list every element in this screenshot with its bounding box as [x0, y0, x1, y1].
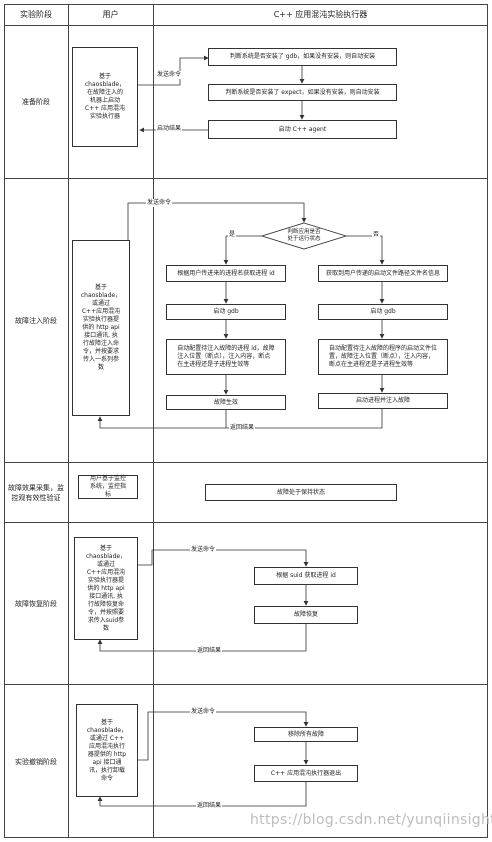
destroy-user-box: 基于 chaosblade， 或通过 C++ 应用混沌执行 器提供的 http … — [76, 704, 138, 797]
inject-return-label: 返回结果 — [229, 424, 256, 432]
prepare-return-label: 启动结果 — [156, 125, 183, 133]
row-divider-header — [4, 25, 488, 26]
recover-send-label: 发送命令 — [190, 546, 217, 554]
arrow-destroy-send — [138, 711, 309, 761]
prepare-step-expect: 判断系统是否安装了 expect，如果没有安装，则自动安装 — [208, 84, 397, 101]
row-divider-inject — [4, 462, 488, 463]
decision-yes-label: 是 — [228, 231, 237, 239]
column-divider-stage — [68, 4, 69, 838]
recover-get-pid: 根据 suid 获取进程 id — [254, 567, 358, 585]
inject-user-box: 基于 chaosblade， 或通过 C++应用混沌 实验执行器提 供的 htt… — [72, 240, 130, 416]
prepare-step-agent: 启动 C++ agent — [208, 120, 397, 139]
inject-send-label: 发送命令 — [146, 199, 173, 207]
stage-observe: 故障效果采集，监控观有效性验证 — [8, 483, 64, 502]
decision-text: 判断应用是否 处于运行状态 — [287, 229, 321, 242]
header-stage: 实验阶段 — [20, 10, 52, 19]
row-divider-recover — [4, 684, 488, 685]
arrow-recover-send — [138, 549, 309, 567]
inject-right-config: 自动配置待注入故障的程序的启动文件位 置，故障注入位置（断点），注入内容， 断点… — [318, 339, 448, 375]
destroy-remove-faults: 移除所有故障 — [254, 727, 358, 742]
recover-restore: 故障恢复 — [254, 606, 358, 624]
prepare-send-label: 发送命令 — [156, 71, 183, 79]
stage-inject: 故障注入阶段 — [15, 316, 57, 325]
inject-left-get-pid: 根据用户传进来的进程名获取进程 id — [166, 265, 286, 282]
destroy-send-label: 发送命令 — [190, 708, 217, 716]
diagram-frame — [4, 4, 488, 838]
inject-left-start-gdb: 启动 gdb — [166, 304, 286, 320]
inject-right-start-process: 启动进程并注入故障 — [318, 393, 448, 409]
stage-prepare: 准备阶段 — [22, 98, 50, 106]
inject-left-effective: 故障生效 — [166, 395, 286, 410]
stage-recover: 故障恢复阶段 — [15, 599, 57, 608]
inject-right-get-path: 获取到用户传递的启动文件路径文件名信息 — [318, 265, 448, 282]
destroy-executor-exit: C++ 应用混沌执行器退出 — [254, 765, 358, 782]
header-user: 用户 — [102, 10, 119, 19]
destroy-return-label: 返回结果 — [196, 802, 223, 810]
recover-user-box: 基于 chaosblade， 或通过 C++应用混沌 实验执行器提 供的 htt… — [74, 537, 138, 640]
prepare-user-box: 基于 chaosblade， 在故障注入的 机器上启动 C++ 应用混沌 实验执… — [72, 47, 138, 147]
decision-no-label: 否 — [372, 231, 381, 239]
stage-destroy: 实验撤销阶段 — [15, 757, 57, 766]
observe-status-box: 故障处于保持状态 — [205, 484, 397, 501]
header-executor: C++ 应用混沌实验执行器 — [273, 10, 368, 19]
inject-left-config: 自动配置待注入故障的进程 id，故障 注入位置（断点），注入内容，断点 在主进程… — [166, 339, 286, 375]
observe-user-box: 用户基于监控 系统，监控指 标 — [78, 475, 138, 499]
arrow-inject-no — [346, 235, 385, 265]
watermark-text: https://blog.csdn.net/yunqiinsight — [250, 812, 492, 828]
arrow-inject-yes — [223, 235, 262, 265]
prepare-step-gdb: 判断系统是否安装了 gdb，如果没有安装，则自动安装 — [208, 48, 397, 66]
column-divider-user — [153, 4, 154, 838]
decision-diamond — [260, 222, 348, 250]
inject-right-start-gdb: 启动 gdb — [318, 304, 448, 320]
row-divider-prepare — [4, 178, 488, 179]
row-divider-observe — [4, 522, 488, 523]
recover-return-label: 返回结果 — [196, 647, 223, 655]
arrow-inject-send — [127, 202, 307, 240]
